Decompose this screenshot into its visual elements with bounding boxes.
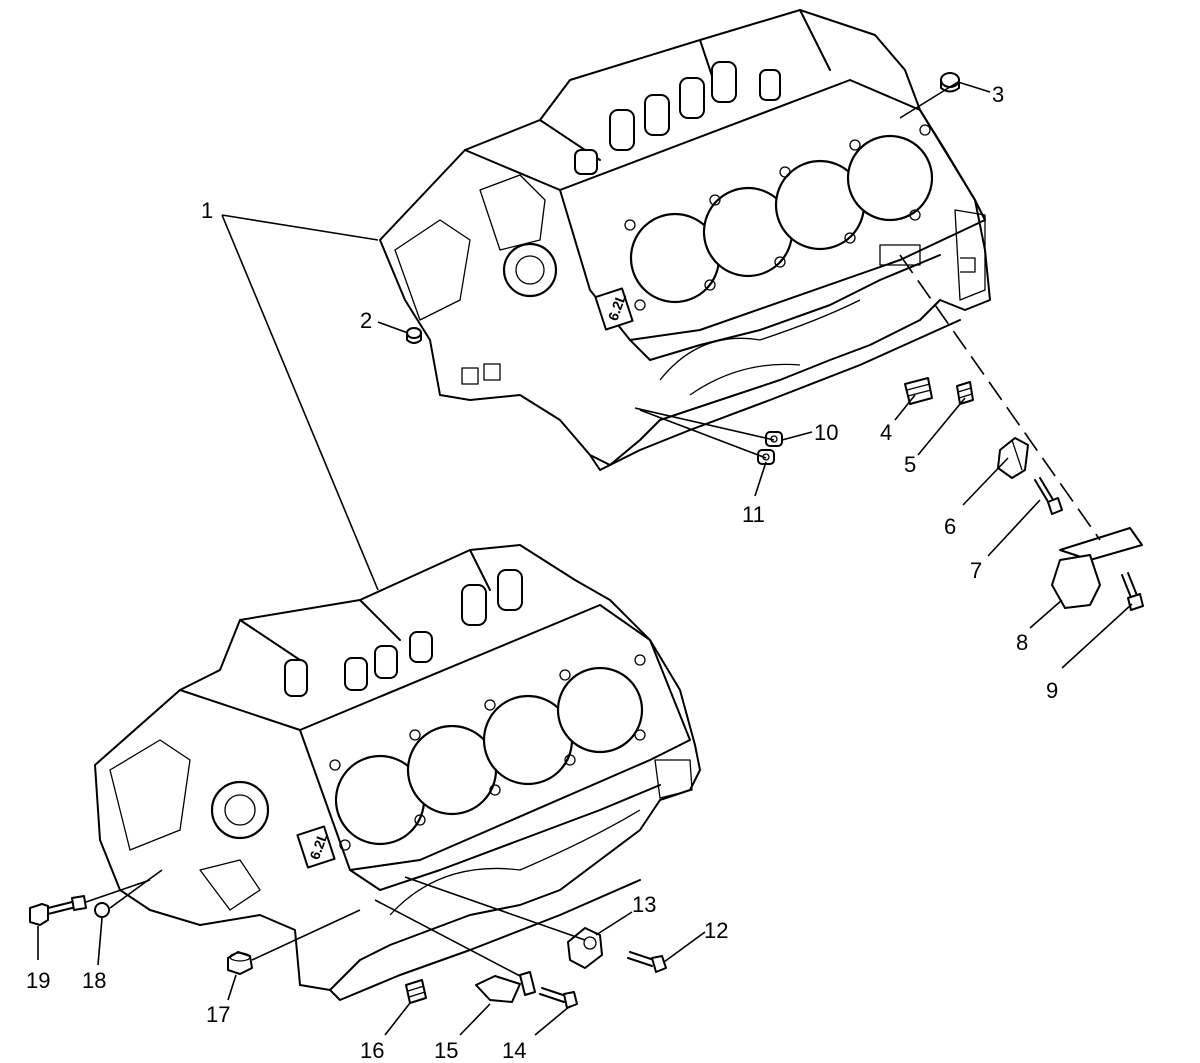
bolt-part-7 xyxy=(1034,477,1063,515)
sensor-part-15 xyxy=(475,971,536,1003)
lifter-bosses-upper xyxy=(574,61,781,175)
callout-7: 7 xyxy=(970,558,982,583)
displacement-marking-lower: 6.2L xyxy=(296,825,336,869)
callout-2: 2 xyxy=(360,308,372,333)
plug-part-17 xyxy=(227,951,253,975)
callout-3: 3 xyxy=(992,82,1004,107)
spring-part-16 xyxy=(405,979,427,1004)
displacement-marking-upper: 6.2L xyxy=(594,287,634,331)
lower-engine-block: 6.2L xyxy=(94,544,701,1001)
callout-8: 8 xyxy=(1016,630,1028,655)
callout-4: 4 xyxy=(880,420,892,445)
callout-17: 17 xyxy=(206,1002,230,1027)
bolt-part-12 xyxy=(627,951,667,973)
cover-part-8 xyxy=(1051,527,1143,609)
parts xyxy=(29,72,1144,1009)
spring-part-5 xyxy=(956,381,974,405)
bolt-part-9 xyxy=(1121,572,1144,611)
head-bolt-holes-lower xyxy=(329,654,646,851)
cylinder-bores-upper xyxy=(629,134,934,304)
callout-15: 15 xyxy=(434,1038,458,1063)
plug-part-2 xyxy=(406,327,422,344)
lifter-bosses-lower xyxy=(284,569,523,697)
bolt-part-14 xyxy=(539,987,578,1009)
callout-18: 18 xyxy=(82,968,106,993)
cylinder-bores-lower xyxy=(334,666,644,846)
callout-9: 9 xyxy=(1046,678,1058,703)
bolt-part-19 xyxy=(29,895,87,926)
plug-part-18 xyxy=(94,902,110,918)
callout-labels: 1 2 3 4 5 6 7 8 9 10 11 12 13 14 15 16 1… xyxy=(26,82,1058,1063)
callout-10: 10 xyxy=(814,420,838,445)
plug-part-11 xyxy=(757,449,775,465)
callout-14: 14 xyxy=(502,1038,526,1063)
spring-part-4 xyxy=(904,377,933,405)
callout-12: 12 xyxy=(704,918,728,943)
callout-16: 16 xyxy=(360,1038,384,1063)
sensor-part-13 xyxy=(567,927,603,969)
sensor-part-6 xyxy=(997,437,1029,479)
leader-lines xyxy=(37,81,1133,1036)
upper-engine-block: 6.2L xyxy=(379,9,991,471)
callout-5: 5 xyxy=(904,452,916,477)
callout-11: 11 xyxy=(742,502,765,527)
callout-13: 13 xyxy=(632,892,656,917)
callout-6: 6 xyxy=(944,514,956,539)
callout-1: 1 xyxy=(201,198,213,223)
head-bolt-holes-upper xyxy=(624,124,931,311)
callout-19: 19 xyxy=(26,968,50,993)
